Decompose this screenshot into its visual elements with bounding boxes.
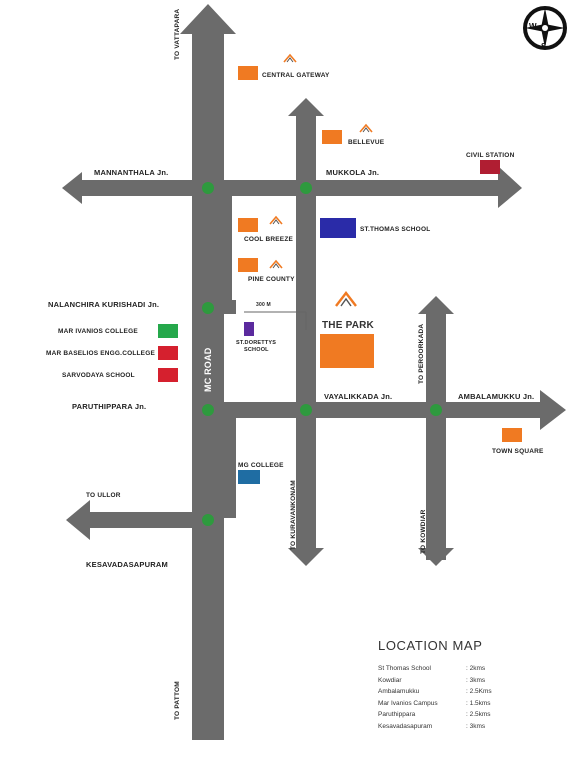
legend-distance: : 2.5Kms	[466, 688, 492, 695]
junction-kesavadasapuram-dot	[202, 514, 214, 526]
legend-row: Mar Ivanios Campus : 1.5kms	[378, 698, 558, 710]
st-dorettys-label-line2: SCHOOL	[244, 347, 269, 353]
mar-baselios-marker	[158, 346, 178, 360]
civil-station-label: CIVIL STATION	[466, 152, 515, 159]
mar-ivanios-marker	[158, 324, 178, 338]
mg-college-label: MG COLLEGE	[238, 462, 284, 469]
project-logo-icon	[283, 53, 297, 63]
road-label-300m: 300 M	[256, 302, 271, 308]
st-thomas-school-marker	[320, 218, 356, 238]
sarvodaya-label: SARVODAYA SCHOOL	[62, 372, 135, 379]
road-label-kuravankonam: TO KURAVANKONAM	[290, 480, 297, 550]
road-label-kowdiar: TO KOWDIAR	[420, 509, 427, 555]
legend-title: LOCATION MAP	[378, 638, 483, 653]
the-park-logo-icon	[335, 291, 357, 307]
project-logo-icon	[269, 215, 283, 225]
junction-vayalikkada-dot	[300, 404, 312, 416]
legend-place: Mar Ivanios Campus	[378, 699, 438, 707]
pine-county-label: PINE COUNTY	[248, 276, 295, 283]
the-park-marker	[320, 334, 374, 368]
legend-distance: : 3kms	[466, 722, 486, 730]
inner-vertical-road	[296, 188, 316, 408]
junction-label-mukkola: MUKKOLA Jn.	[326, 168, 380, 177]
cool-breeze-label: COOL BREEZE	[244, 236, 294, 243]
legend-place: Ambalamukku	[378, 688, 420, 695]
the-park-label: THE PARK	[322, 320, 374, 331]
junction-mukkola-dot	[300, 182, 312, 194]
legend-distance: : 2kms	[466, 665, 486, 672]
junction-label-paruthippara: PARUTHIPPARA Jn.	[72, 402, 147, 411]
project-logo-icon	[359, 123, 373, 133]
kowdiar-road-arrow	[418, 540, 454, 566]
junction-label-kesavadasapuram: KESAVADASAPURAM	[86, 560, 168, 569]
mukkola-road	[62, 166, 522, 208]
road-label-mc-road: MC ROAD	[203, 347, 213, 392]
road-label-peroorkada: TO PEROORKADA	[418, 323, 425, 384]
junction-mannanthala-dot	[202, 182, 214, 194]
central-gateway-label: CENTRAL GATEWAY	[262, 72, 330, 79]
legend-row: St Thomas School : 2kms	[378, 663, 558, 675]
vayalikkada-road	[208, 390, 566, 430]
town-square-marker	[502, 428, 522, 442]
road-label-ullor: TO ULLOR	[86, 492, 121, 499]
loop-road-top	[208, 188, 232, 308]
legend-row: Kowdiar : 3kms	[378, 675, 558, 687]
legend-row: Ambalamukku : 2.5Kms	[378, 686, 558, 698]
kuravankonam-road	[288, 418, 324, 566]
civil-station-marker	[480, 160, 500, 174]
junction-label-nalanchira: NALANCHIRA KURISHADI Jn.	[48, 300, 160, 309]
st-dorettys-label-line1: ST.DORETTYS	[236, 340, 277, 346]
junction-nalanchira-dot	[202, 302, 214, 314]
junction-label-ambalamukku: AMBALAMUKKU Jn.	[458, 392, 535, 401]
junction-paruthippara-dot	[202, 404, 214, 416]
legend-place: St Thomas School	[378, 665, 431, 672]
mar-ivanios-label: MAR IVANIOS COLLEGE	[58, 328, 138, 335]
legend-place: Kesavadasapuram	[378, 722, 433, 730]
ullor-road	[66, 500, 208, 540]
project-logo-icon	[269, 259, 283, 269]
legend-place: Paruthippara	[378, 711, 416, 718]
bellevue-label: BELLEVUE	[348, 139, 385, 146]
legend-row: Paruthippara : 2.5kms	[378, 709, 558, 721]
legend-distance: : 2.5kms	[466, 711, 491, 718]
mar-baselios-label: MAR BASELIOS ENGG.COLLEGE	[46, 350, 156, 357]
town-square-label: TOWN SQUARE	[492, 448, 544, 455]
mg-college-marker	[238, 470, 260, 484]
legend-place: Kowdiar	[378, 676, 402, 684]
road-label-vattapara: TO VATTAPARA	[174, 8, 181, 60]
compass-icon	[523, 6, 567, 50]
sarvodaya-marker	[158, 368, 178, 382]
st-thomas-school-label: ST.THOMAS SCHOOL	[360, 226, 431, 233]
cool-breeze-marker	[238, 218, 258, 232]
central-gateway-marker	[238, 66, 258, 80]
bellevue-marker	[322, 130, 342, 144]
legend-distance: : 3kms	[466, 676, 486, 684]
compass-south-label: S	[541, 42, 547, 51]
compass-west-label: W	[529, 22, 537, 31]
legend-row: Kesavadasapuram : 3kms	[378, 721, 558, 733]
distance-legend: LOCATION MAP St Thomas School : 2kms Kowd…	[378, 638, 558, 732]
road-label-pattom: TO PATTOM	[174, 681, 181, 720]
junction-ambalamukku-dot	[430, 404, 442, 416]
nalanchira-link	[224, 300, 236, 314]
junction-label-vayalikkada: VAYALIKKADA Jn.	[324, 392, 393, 401]
mukkola-branch-road	[288, 98, 324, 188]
lower-loop-road	[224, 418, 236, 518]
legend-distance: : 1.5kms	[466, 699, 491, 707]
st-dorettys-marker	[244, 322, 254, 336]
pine-county-marker	[238, 258, 258, 272]
peroorkada-road	[418, 296, 454, 560]
junction-label-mannanthala: MANNANTHALA Jn.	[94, 168, 169, 177]
